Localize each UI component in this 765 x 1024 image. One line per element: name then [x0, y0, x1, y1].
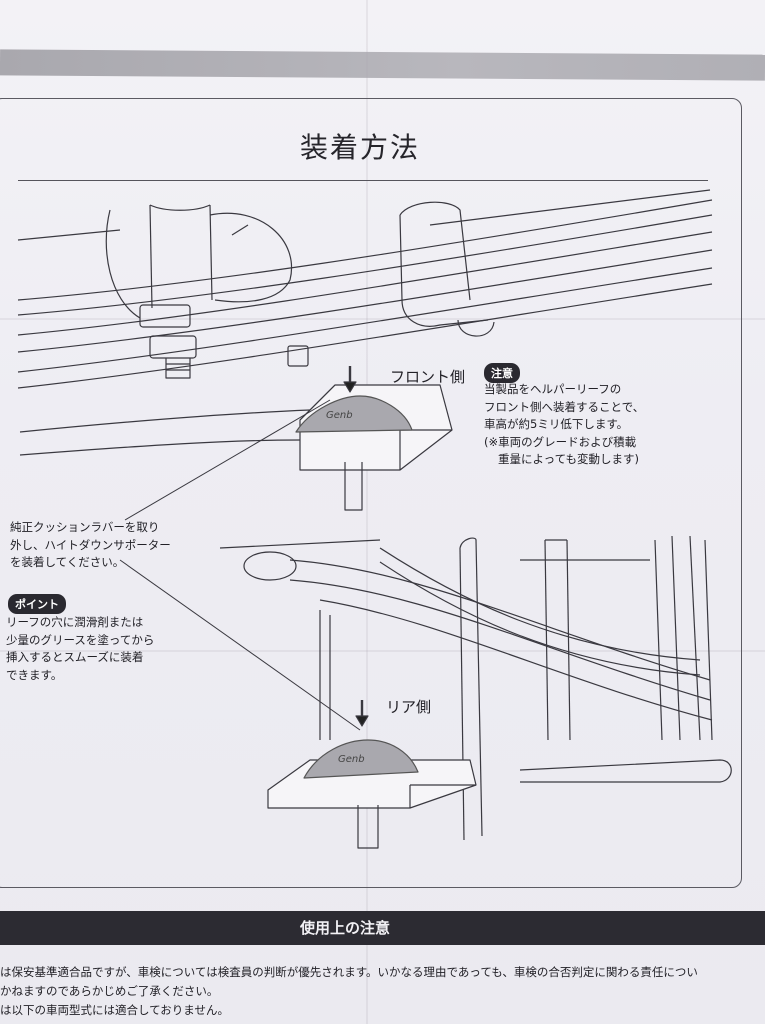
- fold-crease-vertical: [366, 0, 368, 1024]
- front-side-label: フロント側: [390, 368, 466, 386]
- upper-leaf-spring: [17, 199, 713, 389]
- axle-hub: [105, 204, 293, 319]
- point-text: リーフの穴に潤滑剤または 少量のグリースを塗ってから 挿入するとスムーズに装着 …: [6, 615, 155, 682]
- front-part-logo: Genb: [326, 410, 353, 421]
- usage-text-line: は保安基準適合品ですが、車検については検査員の判断が優先されます。いかなる理由で…: [0, 965, 698, 979]
- front-support-cap: [295, 395, 413, 433]
- rear-side-label: リア側: [386, 698, 432, 716]
- spring-clamp: [399, 189, 711, 337]
- caution-text: 当製品をヘルパーリーフの フロント側へ装着することで、 車高が約5ミリ低下します…: [484, 382, 645, 466]
- title-divider: [18, 180, 708, 181]
- usage-text-line: かねますのであらかじめご了承ください。: [0, 984, 219, 998]
- fold-crease-horizontal: [0, 318, 765, 320]
- fold-crease-horizontal: [0, 650, 765, 652]
- usage-section-title: 使用上の注意: [300, 919, 391, 937]
- content-frame: [0, 98, 742, 888]
- rear-support-cap: [303, 739, 419, 779]
- usage-text-line: は以下の車両型式には適合しておりません。: [0, 1003, 229, 1017]
- instruction-text: 純正クッションラバーを取り 外し、ハイトダウンサポーター を装着してください。: [10, 520, 171, 569]
- usage-section-header: [0, 911, 765, 945]
- caution-badge: 注意: [484, 363, 520, 383]
- rear-leaf-spring: [219, 539, 713, 721]
- rear-part-logo: Genb: [338, 754, 365, 765]
- point-badge: ポイント: [8, 594, 66, 614]
- rear-frame: [319, 535, 732, 841]
- page-title: 装着方法: [300, 131, 421, 164]
- u-bolt-nuts: [139, 304, 309, 379]
